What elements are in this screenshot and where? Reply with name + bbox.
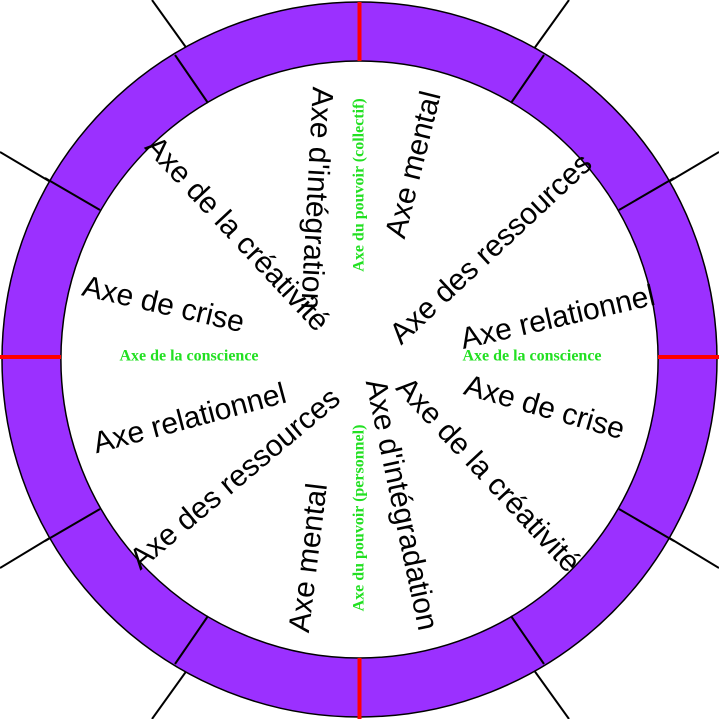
label-axe-conscience-right: Axe de la conscience [462,348,601,365]
label-axe-mental-top: Axe mental [379,88,447,242]
label-axe-crise-left: Axe de crise [79,270,247,339]
label-axe-integration-top: Axe d'intégration [294,86,339,310]
label-axe-relationnel-right: Axe relationnel [457,279,658,356]
label-axe-crise-right: Axe de crise [461,369,629,446]
label-axe-pouvoir-collectif: Axe du pouvoir (collectif) [351,98,368,271]
label-axe-pouvoir-personnel: Axe du pouvoir (personnel) [351,425,368,612]
label-axe-mental-bottom: Axe mental [283,481,334,634]
label-axe-conscience-left: Axe de la conscience [119,348,258,365]
ring-separators [44,54,675,665]
